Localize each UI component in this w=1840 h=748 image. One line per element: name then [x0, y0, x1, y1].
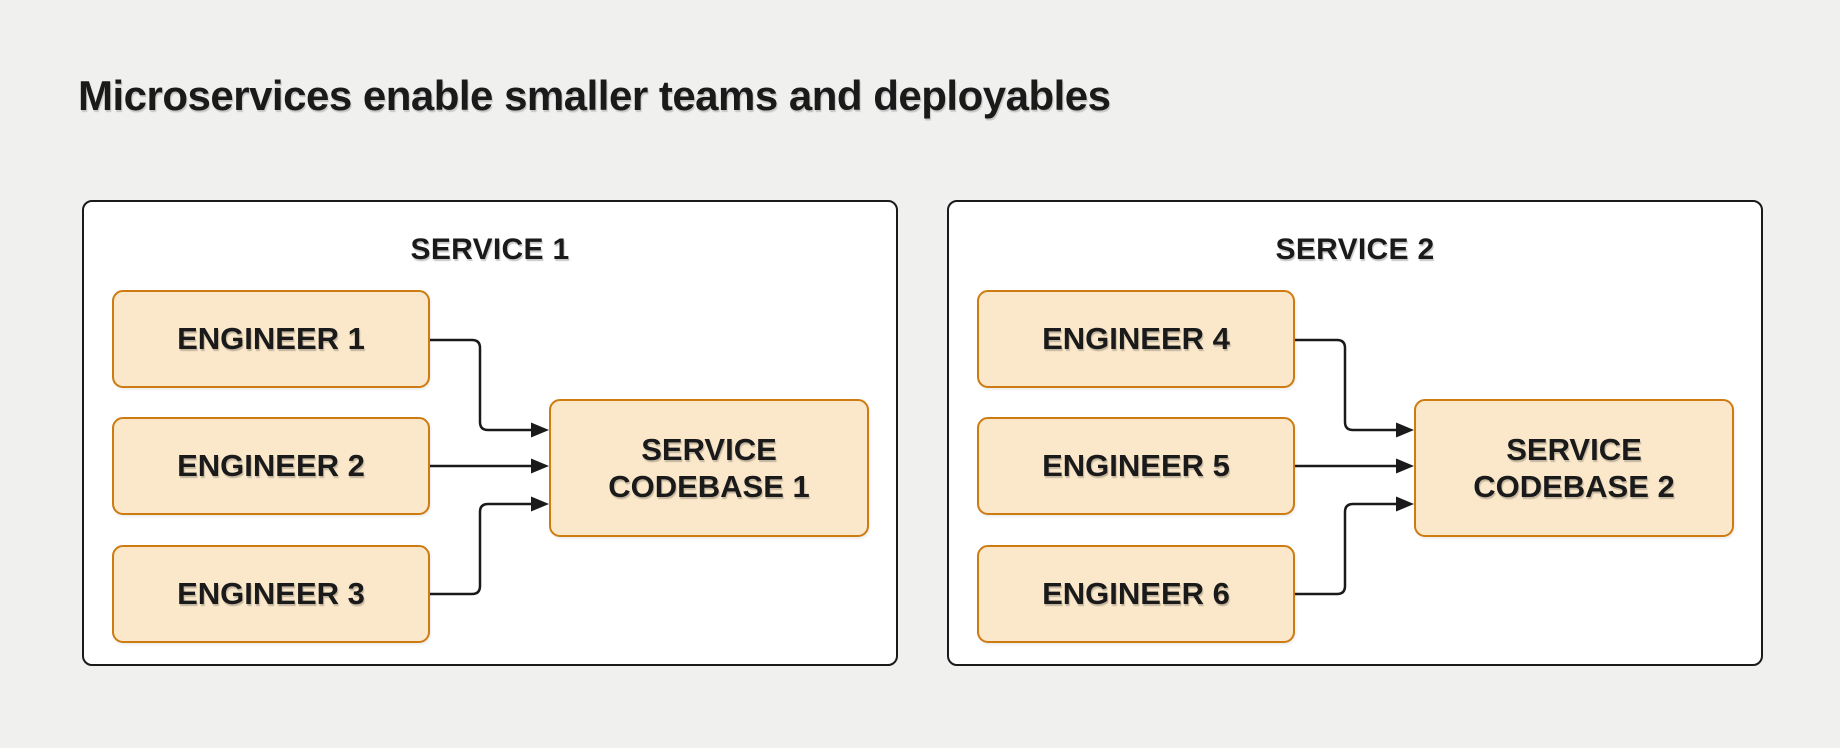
arrowhead-engineer2-icon — [531, 458, 549, 474]
arrowhead-engineer5-icon — [1396, 458, 1414, 474]
engineer-4-label: ENGINEER 4 — [1042, 321, 1230, 356]
engineer-5-node: ENGINEER 5 — [977, 417, 1295, 515]
connector-engineer1-to-codebase1 — [430, 338, 532, 432]
arrowhead-engineer6-icon — [1396, 496, 1414, 512]
connector-engineer4-to-codebase2 — [1295, 338, 1397, 432]
engineer-2-node: ENGINEER 2 — [112, 417, 430, 515]
engineer-3-label: ENGINEER 3 — [177, 576, 365, 611]
service-codebase-2-node: SERVICE CODEBASE 2 — [1414, 399, 1734, 537]
service-panel-2: SERVICE 2 ENGINEER 4 ENGINEER 5 ENGINEER… — [947, 200, 1763, 666]
engineer-5-label: ENGINEER 5 — [1042, 448, 1230, 483]
codebase-1-line-2: CODEBASE 1 — [608, 469, 810, 504]
arrowhead-engineer4-icon — [1396, 422, 1414, 438]
engineer-2-label: ENGINEER 2 — [177, 448, 365, 483]
engineer-4-node: ENGINEER 4 — [977, 290, 1295, 388]
codebase-2-line-1: SERVICE — [1506, 432, 1642, 467]
engineer-6-node: ENGINEER 6 — [977, 545, 1295, 643]
arrowhead-engineer1-icon — [531, 422, 549, 438]
connector-engineer3-to-codebase1 — [430, 502, 532, 596]
engineer-1-label: ENGINEER 1 — [177, 321, 365, 356]
codebase-1-line-1: SERVICE — [641, 432, 777, 467]
service-1-title: SERVICE 1 — [410, 233, 570, 266]
arrowhead-engineer3-icon — [531, 496, 549, 512]
service-panel-1: SERVICE 1 ENGINEER 1 ENGINEER 2 ENGINEER… — [82, 200, 898, 666]
service-2-title: SERVICE 2 — [1275, 233, 1435, 266]
engineer-1-node: ENGINEER 1 — [112, 290, 430, 388]
engineer-6-label: ENGINEER 6 — [1042, 576, 1230, 611]
engineer-3-node: ENGINEER 3 — [112, 545, 430, 643]
page-title: Microservices enable smaller teams and d… — [78, 72, 1111, 119]
service-codebase-1-node: SERVICE CODEBASE 1 — [549, 399, 869, 537]
connector-engineer6-to-codebase2 — [1295, 502, 1397, 596]
codebase-2-line-2: CODEBASE 2 — [1473, 469, 1675, 504]
